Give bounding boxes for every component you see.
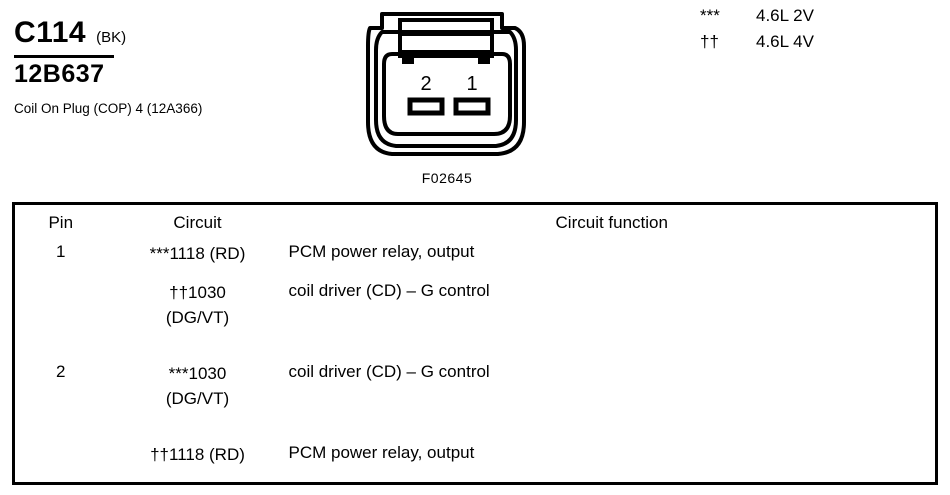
- pin-cell-1: 1: [56, 242, 66, 262]
- table-header-row: Pin Circuit Circuit function: [14, 204, 937, 243]
- pin-number-2: 2: [420, 73, 431, 95]
- connector-latch: [398, 18, 494, 58]
- connector-mid-shell: [374, 30, 518, 148]
- legend-symbol-asterisk: ***: [700, 6, 720, 25]
- column-header-circuit-function: Circuit function: [555, 213, 668, 232]
- pinout-table: Pin Circuit Circuit function 1 ***1118 (…: [12, 202, 938, 485]
- id-divider-rule: [14, 55, 114, 58]
- connector-drawing: 2 1: [366, 12, 526, 156]
- terminal-cavity-2: [407, 97, 445, 116]
- column-header-pin: Pin: [48, 213, 74, 232]
- legend-symbol-dagger: ††: [700, 32, 719, 51]
- circuit-cell: ††1030(DG/VT): [165, 283, 230, 328]
- table-row: 2 ***1030(DG/VT) coil driver (CD) – G co…: [14, 362, 937, 443]
- terminal-cavity-1: [453, 97, 491, 116]
- legend-text-4v: 4.6L 4V: [756, 32, 814, 51]
- function-cell: coil driver (CD) – G control: [288, 281, 490, 301]
- connector-color-code: (BK): [96, 29, 127, 46]
- connector-outer-shell: [366, 12, 526, 156]
- latch-block: [398, 18, 494, 58]
- function-cell: PCM power relay, output: [288, 242, 475, 262]
- connector-id-row: C114 (BK): [14, 18, 314, 48]
- table-row: 1 ***1118 (RD) PCM power relay, output: [14, 242, 937, 281]
- connector-part-number: 12B637: [14, 60, 105, 88]
- connector-id: C114: [14, 16, 87, 49]
- circuit-cell: ††1118 (RD): [150, 444, 245, 464]
- pin-number-1: 1: [466, 73, 477, 95]
- pin-cell-2: 2: [56, 362, 66, 382]
- terminal-cavities: [407, 97, 491, 116]
- table-row: ††1118 (RD) PCM power relay, output: [14, 443, 937, 484]
- table-row: ††1030(DG/VT) coil driver (CD) – G contr…: [14, 281, 937, 362]
- connector-view-label: F02645: [421, 170, 473, 186]
- legend-item-2v: *** 4.6L 2V: [700, 6, 814, 32]
- connector-inner-body: [382, 52, 512, 136]
- latch-foot-right: [478, 54, 490, 64]
- column-header-circuit: Circuit: [173, 213, 222, 232]
- circuit-cell: ***1118 (RD): [149, 244, 246, 264]
- connector-description: Coil On Plug (COP) 4 (12A366): [14, 101, 203, 116]
- connector-illustration: 2 1 F02645: [352, 2, 542, 197]
- engine-legend: *** 4.6L 2V †† 4.6L 4V: [700, 6, 814, 58]
- latch-foot-left: [402, 54, 414, 64]
- function-cell: PCM power relay, output: [288, 442, 475, 462]
- circuit-cell: ***1030(DG/VT): [165, 364, 230, 408]
- legend-text-2v: 4.6L 2V: [756, 6, 814, 25]
- legend-item-4v: †† 4.6L 4V: [700, 32, 814, 58]
- function-cell: coil driver (CD) – G control: [288, 362, 490, 382]
- connector-id-block: C114 (BK) 12B637 Coil On Plug (COP) 4 (1…: [14, 18, 314, 117]
- latch-feet: [402, 54, 490, 64]
